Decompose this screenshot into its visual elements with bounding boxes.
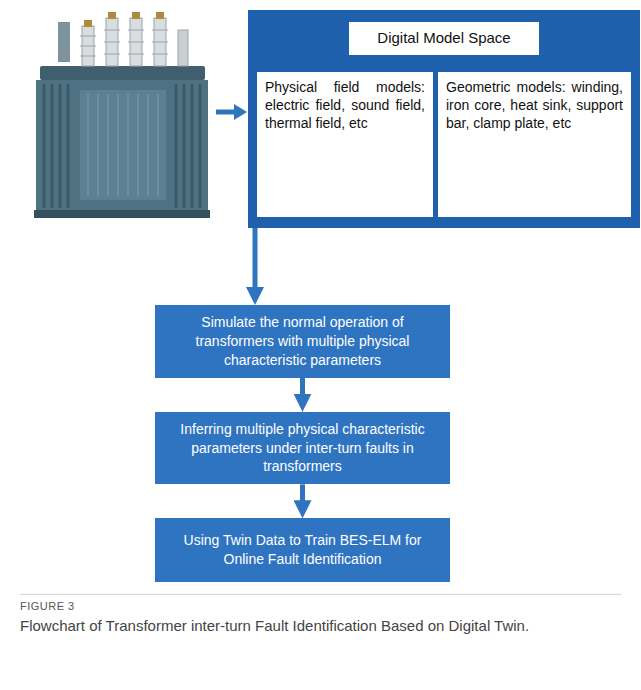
process-box: Simulate the normal operation of transfo… bbox=[155, 305, 450, 378]
front-fins bbox=[88, 94, 158, 196]
flow-arrow bbox=[300, 378, 305, 402]
flow-arrow bbox=[253, 228, 258, 295]
transformer-picture bbox=[34, 12, 210, 218]
panel-title: Digital Model Space bbox=[349, 22, 539, 55]
figure-number: FIGURE 3 bbox=[20, 600, 75, 612]
tank-base bbox=[34, 210, 210, 218]
tank-body bbox=[36, 80, 208, 212]
figure-caption: Flowchart of Transformer inter-turn Faul… bbox=[20, 616, 580, 636]
model-space-panel: Digital Model SpacePhysical field models… bbox=[248, 10, 640, 228]
conservator-pipe bbox=[58, 22, 70, 62]
box-text: Physical field models: electric field, s… bbox=[265, 78, 425, 133]
bushings bbox=[80, 12, 188, 66]
tank-front bbox=[80, 90, 166, 200]
process-box: Inferring multiple physical characterist… bbox=[155, 412, 450, 485]
cooling-fins bbox=[44, 84, 200, 208]
flow-arrow bbox=[300, 484, 305, 508]
tank-cover bbox=[40, 66, 205, 80]
model-box: Physical field models: electric field, s… bbox=[257, 72, 433, 217]
box-text: Using Twin Data to Train BES-ELM for Onl… bbox=[165, 531, 440, 569]
box-text: Inferring multiple physical characterist… bbox=[165, 420, 440, 477]
box-text: Geometric models: winding, iron core, he… bbox=[446, 78, 623, 133]
picture-arrow bbox=[216, 104, 247, 120]
box-text: Simulate the normal operation of transfo… bbox=[165, 313, 440, 370]
caption-rule bbox=[20, 594, 621, 595]
model-box: Geometric models: winding, iron core, he… bbox=[438, 72, 631, 217]
process-box: Using Twin Data to Train BES-ELM for Onl… bbox=[155, 518, 450, 582]
